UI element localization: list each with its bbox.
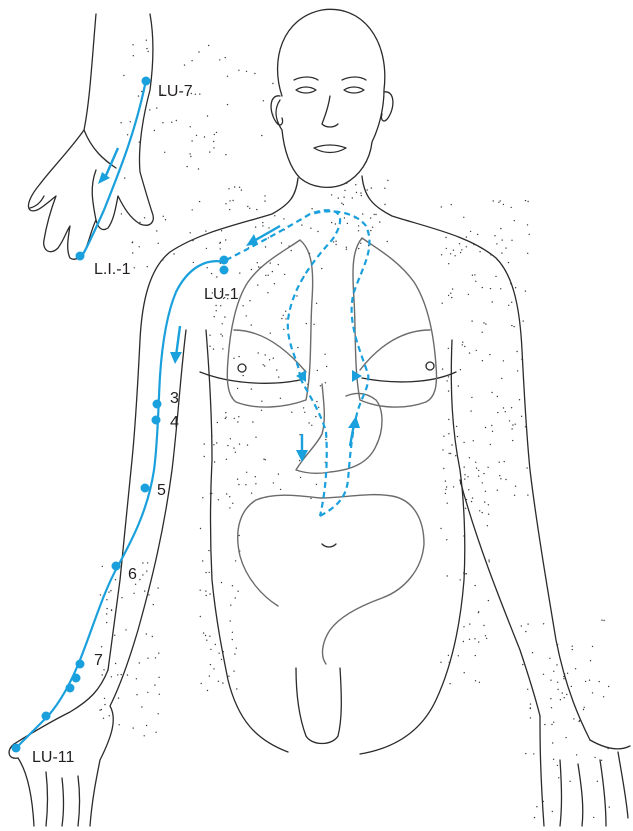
- left-flank: [206, 330, 288, 752]
- label-lu7: LU-7: [158, 84, 193, 100]
- chest-line: [200, 372, 456, 383]
- point-lu1-b: [220, 266, 229, 275]
- right-eye: [344, 87, 364, 93]
- navel: [322, 544, 336, 547]
- point-5: [141, 484, 150, 493]
- point-lu11-b: [12, 744, 21, 753]
- label-point-4: 4: [170, 415, 179, 431]
- label-lu1: LU-1: [204, 287, 239, 303]
- label-point-6: 6: [128, 567, 137, 583]
- point-3: [153, 400, 162, 409]
- arrow-stomach-up: [348, 416, 360, 446]
- point-lu7: [142, 77, 151, 86]
- arrow-stomach-down: [296, 434, 308, 462]
- nose: [322, 96, 338, 127]
- hand-inset: [28, 14, 153, 259]
- right-arm-inner: [460, 480, 540, 716]
- left-arm-outer: [9, 670, 108, 758]
- arrow-hand-inset: [98, 148, 118, 184]
- label-li1: L.I.-1: [94, 262, 130, 278]
- point-4: [152, 416, 161, 425]
- colon: [238, 495, 424, 664]
- body-outline: [9, 9, 630, 826]
- left-eye: [296, 87, 316, 93]
- torso-right: [362, 176, 590, 740]
- label-point-7: 7: [94, 653, 103, 669]
- mouth: [314, 145, 346, 153]
- point-lu1-a: [220, 256, 229, 265]
- point-7a: [76, 660, 85, 669]
- torso-left: [108, 178, 298, 670]
- right-flank: [360, 340, 465, 754]
- stomach: [296, 384, 382, 473]
- point-7c: [66, 684, 75, 693]
- left-hand: [18, 758, 80, 826]
- label-lu11: LU-11: [32, 750, 74, 766]
- point-lu11-a: [42, 712, 51, 721]
- groin: [296, 668, 341, 744]
- point-6: [112, 562, 121, 571]
- flow-arrows: [98, 148, 362, 462]
- hand-inset-outline: [28, 14, 153, 259]
- lung-meridian: [16, 80, 369, 748]
- label-point-3: 3: [170, 391, 179, 407]
- point-7b: [72, 674, 81, 683]
- point-li1: [76, 252, 85, 261]
- arrow-shoulder: [246, 226, 280, 246]
- right-hand: [540, 716, 630, 826]
- arrow-upper-arm: [170, 326, 182, 364]
- right-nipple: [426, 362, 434, 370]
- label-point-5: 5: [157, 483, 166, 499]
- meridian-arm: [16, 261, 224, 748]
- head-outline: [276, 9, 385, 187]
- left-nipple: [238, 364, 246, 372]
- organs: [227, 238, 436, 664]
